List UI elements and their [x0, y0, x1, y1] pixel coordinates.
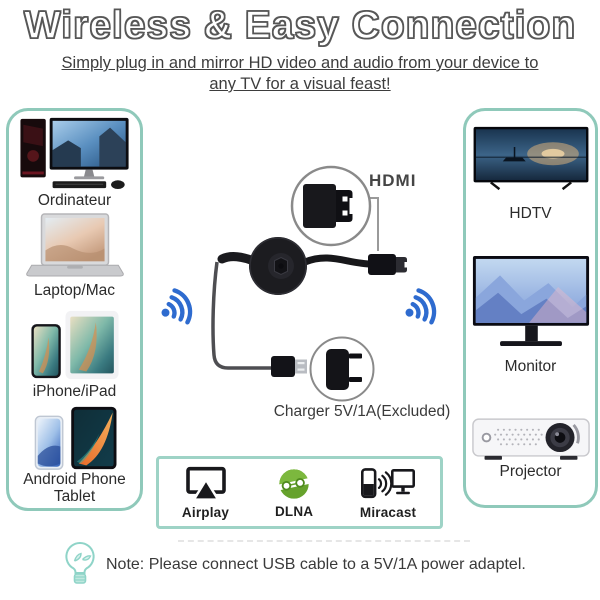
- source-devices-panel: Ordinateur Laptop/Mac: [6, 108, 143, 511]
- protocol-airplay: Airplay: [182, 466, 229, 520]
- charger-adapter: [326, 349, 349, 390]
- desktop-computer-icon: [19, 117, 129, 190]
- projector-icon: [471, 418, 590, 460]
- projector-vents: [493, 428, 543, 446]
- protocol-label-dlna: DLNA: [274, 503, 314, 519]
- protocol-label-miracast: Miracast: [359, 504, 417, 520]
- output-label-hdtv: HDTV: [509, 205, 552, 222]
- hdmi-plug-closeup: [303, 184, 336, 228]
- iphone-ipad-image: [9, 309, 140, 381]
- page-title: Wireless & Easy Connection: [23, 3, 577, 48]
- wifi-signal-icon-right: [405, 288, 437, 325]
- airplay-icon: [185, 466, 226, 500]
- subtitle: Simply plug in and mirror HD video and a…: [0, 53, 600, 95]
- usb-cable: [211, 261, 272, 370]
- protocol-miracast: Miracast: [359, 466, 417, 520]
- hdmi-callout-line: [367, 197, 379, 251]
- source-label-laptop-mac: Laptop/Mac: [34, 282, 115, 299]
- protocols-panel: Airplay DLNA: [156, 456, 443, 529]
- monitor-image: [466, 254, 595, 349]
- laptop-icon: [25, 213, 124, 277]
- android-phone-tablet-icon: [34, 406, 116, 470]
- source-label-android: Android Phone Tablet: [23, 471, 126, 505]
- miracast-icon: [361, 467, 416, 498]
- output-devices-panel: HDTV Monitor: [463, 108, 598, 508]
- source-label-ordinateur: Ordinateur: [37, 192, 112, 209]
- note-text: Note: Please connect USB cable to a 5V/1…: [106, 556, 526, 573]
- output-label-projector: Projector: [499, 463, 562, 480]
- hdmi-plug: [368, 254, 396, 275]
- source-label-iphone-ipad: iPhone/iPad: [32, 383, 117, 400]
- light-bulb-icon: [65, 541, 95, 584]
- hdmi-cable: [301, 254, 376, 268]
- hdtv-icon: [473, 126, 588, 191]
- protocol-dlna: DLNA: [275, 467, 313, 519]
- protocol-label-airplay: Airplay: [181, 504, 230, 520]
- charger-label: Charger 5V/1A(Excluded): [273, 403, 451, 420]
- android-devices-image: [9, 405, 140, 471]
- hdmi-label: HDMI: [369, 171, 417, 190]
- desktop-computer-image: [9, 115, 140, 191]
- divider-dashed-line: [178, 540, 470, 542]
- projector-image: [466, 413, 595, 464]
- monitor-icon: [472, 256, 589, 347]
- subtitle-line-2: any TV for a visual feast!: [209, 75, 391, 93]
- subtitle-line-1: Simply plug in and mirror HD video and a…: [61, 54, 539, 72]
- usb-plug: [271, 356, 295, 377]
- hdtv-image: [466, 125, 595, 192]
- dlna-icon: [277, 468, 312, 499]
- note: Note: Please connect USB cable to a 5V/1…: [60, 540, 526, 592]
- output-label-monitor: Monitor: [504, 358, 557, 375]
- wifi-signal-icon-left: [161, 288, 193, 325]
- laptop-image: [9, 213, 140, 278]
- iphone-ipad-icon: [30, 310, 119, 380]
